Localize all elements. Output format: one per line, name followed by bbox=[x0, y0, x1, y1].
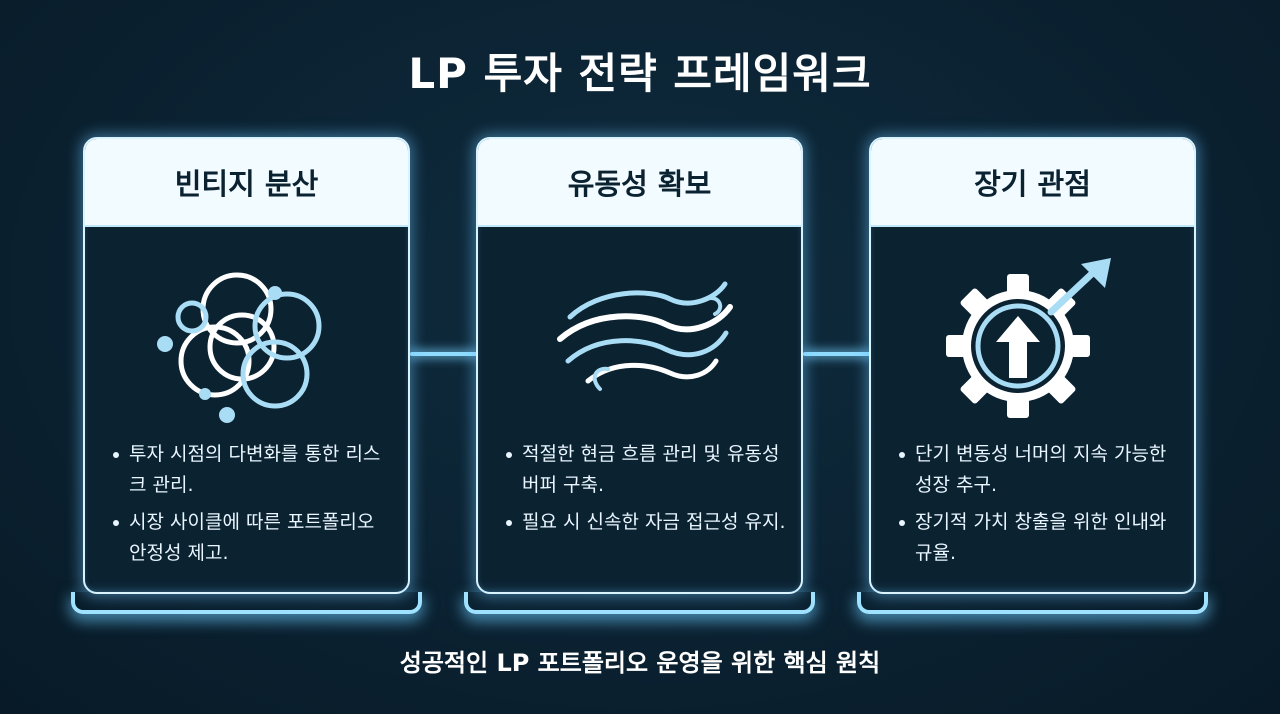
bullet-dot-icon bbox=[113, 520, 119, 526]
connector-line-2 bbox=[803, 352, 871, 356]
card-liquidity-securing: 유동성 확보 적절한 현금 흐름 관리 및 유동성 버퍼 구축. 필요 시 신속… bbox=[476, 137, 803, 594]
card-vintage-diversification: 빈티지 분산 투자 시점의 다변화를 통한 리스크 관리. 시장 사이클에 따른… bbox=[83, 137, 410, 594]
flowing-waves-icon bbox=[478, 239, 801, 439]
bullet-dot-icon bbox=[899, 452, 905, 458]
card-header: 빈티지 분산 bbox=[85, 139, 408, 227]
gear-growth-arrow-icon bbox=[871, 239, 1194, 439]
card-header: 유동성 확보 bbox=[478, 139, 801, 227]
card-long-term-perspective: 장기 관점 단 bbox=[869, 137, 1196, 594]
bullet-dot-icon bbox=[506, 452, 512, 458]
overlapping-circles-icon bbox=[85, 239, 408, 439]
bullet-list: 투자 시점의 다변화를 통한 리스크 관리. 시장 사이클에 따른 포트폴리오 … bbox=[111, 439, 396, 575]
bullet-list: 적절한 현금 흐름 관리 및 유동성 버퍼 구축. 필요 시 신속한 자금 접근… bbox=[504, 439, 789, 544]
list-item: 시장 사이클에 따른 포트폴리오 안정성 제고. bbox=[111, 507, 396, 569]
footer-caption: 성공적인 LP 포트폴리오 운영을 위한 핵심 원칙 bbox=[399, 649, 881, 677]
bullet-list: 단기 변동성 너머의 지속 가능한 성장 추구. 장기적 가치 창출을 위한 인… bbox=[897, 439, 1182, 575]
bullet-dot-icon bbox=[506, 520, 512, 526]
connector-line-1 bbox=[410, 352, 478, 356]
bullet-dot-icon bbox=[899, 520, 905, 526]
card-base-glow bbox=[71, 592, 422, 614]
list-item: 장기적 가치 창출을 위한 인내와 규율. bbox=[897, 507, 1182, 569]
list-item: 단기 변동성 너머의 지속 가능한 성장 추구. bbox=[897, 439, 1182, 501]
bullet-dot-icon bbox=[113, 452, 119, 458]
list-item: 투자 시점의 다변화를 통한 리스크 관리. bbox=[111, 439, 396, 501]
card-header: 장기 관점 bbox=[871, 139, 1194, 227]
list-item: 적절한 현금 흐름 관리 및 유동성 버퍼 구축. bbox=[504, 439, 789, 501]
card-base-glow bbox=[857, 592, 1208, 614]
card-base-glow bbox=[464, 592, 815, 614]
page-title: LP 투자 전략 프레임워크 bbox=[408, 49, 872, 98]
list-item: 필요 시 신속한 자금 접근성 유지. bbox=[504, 507, 789, 538]
